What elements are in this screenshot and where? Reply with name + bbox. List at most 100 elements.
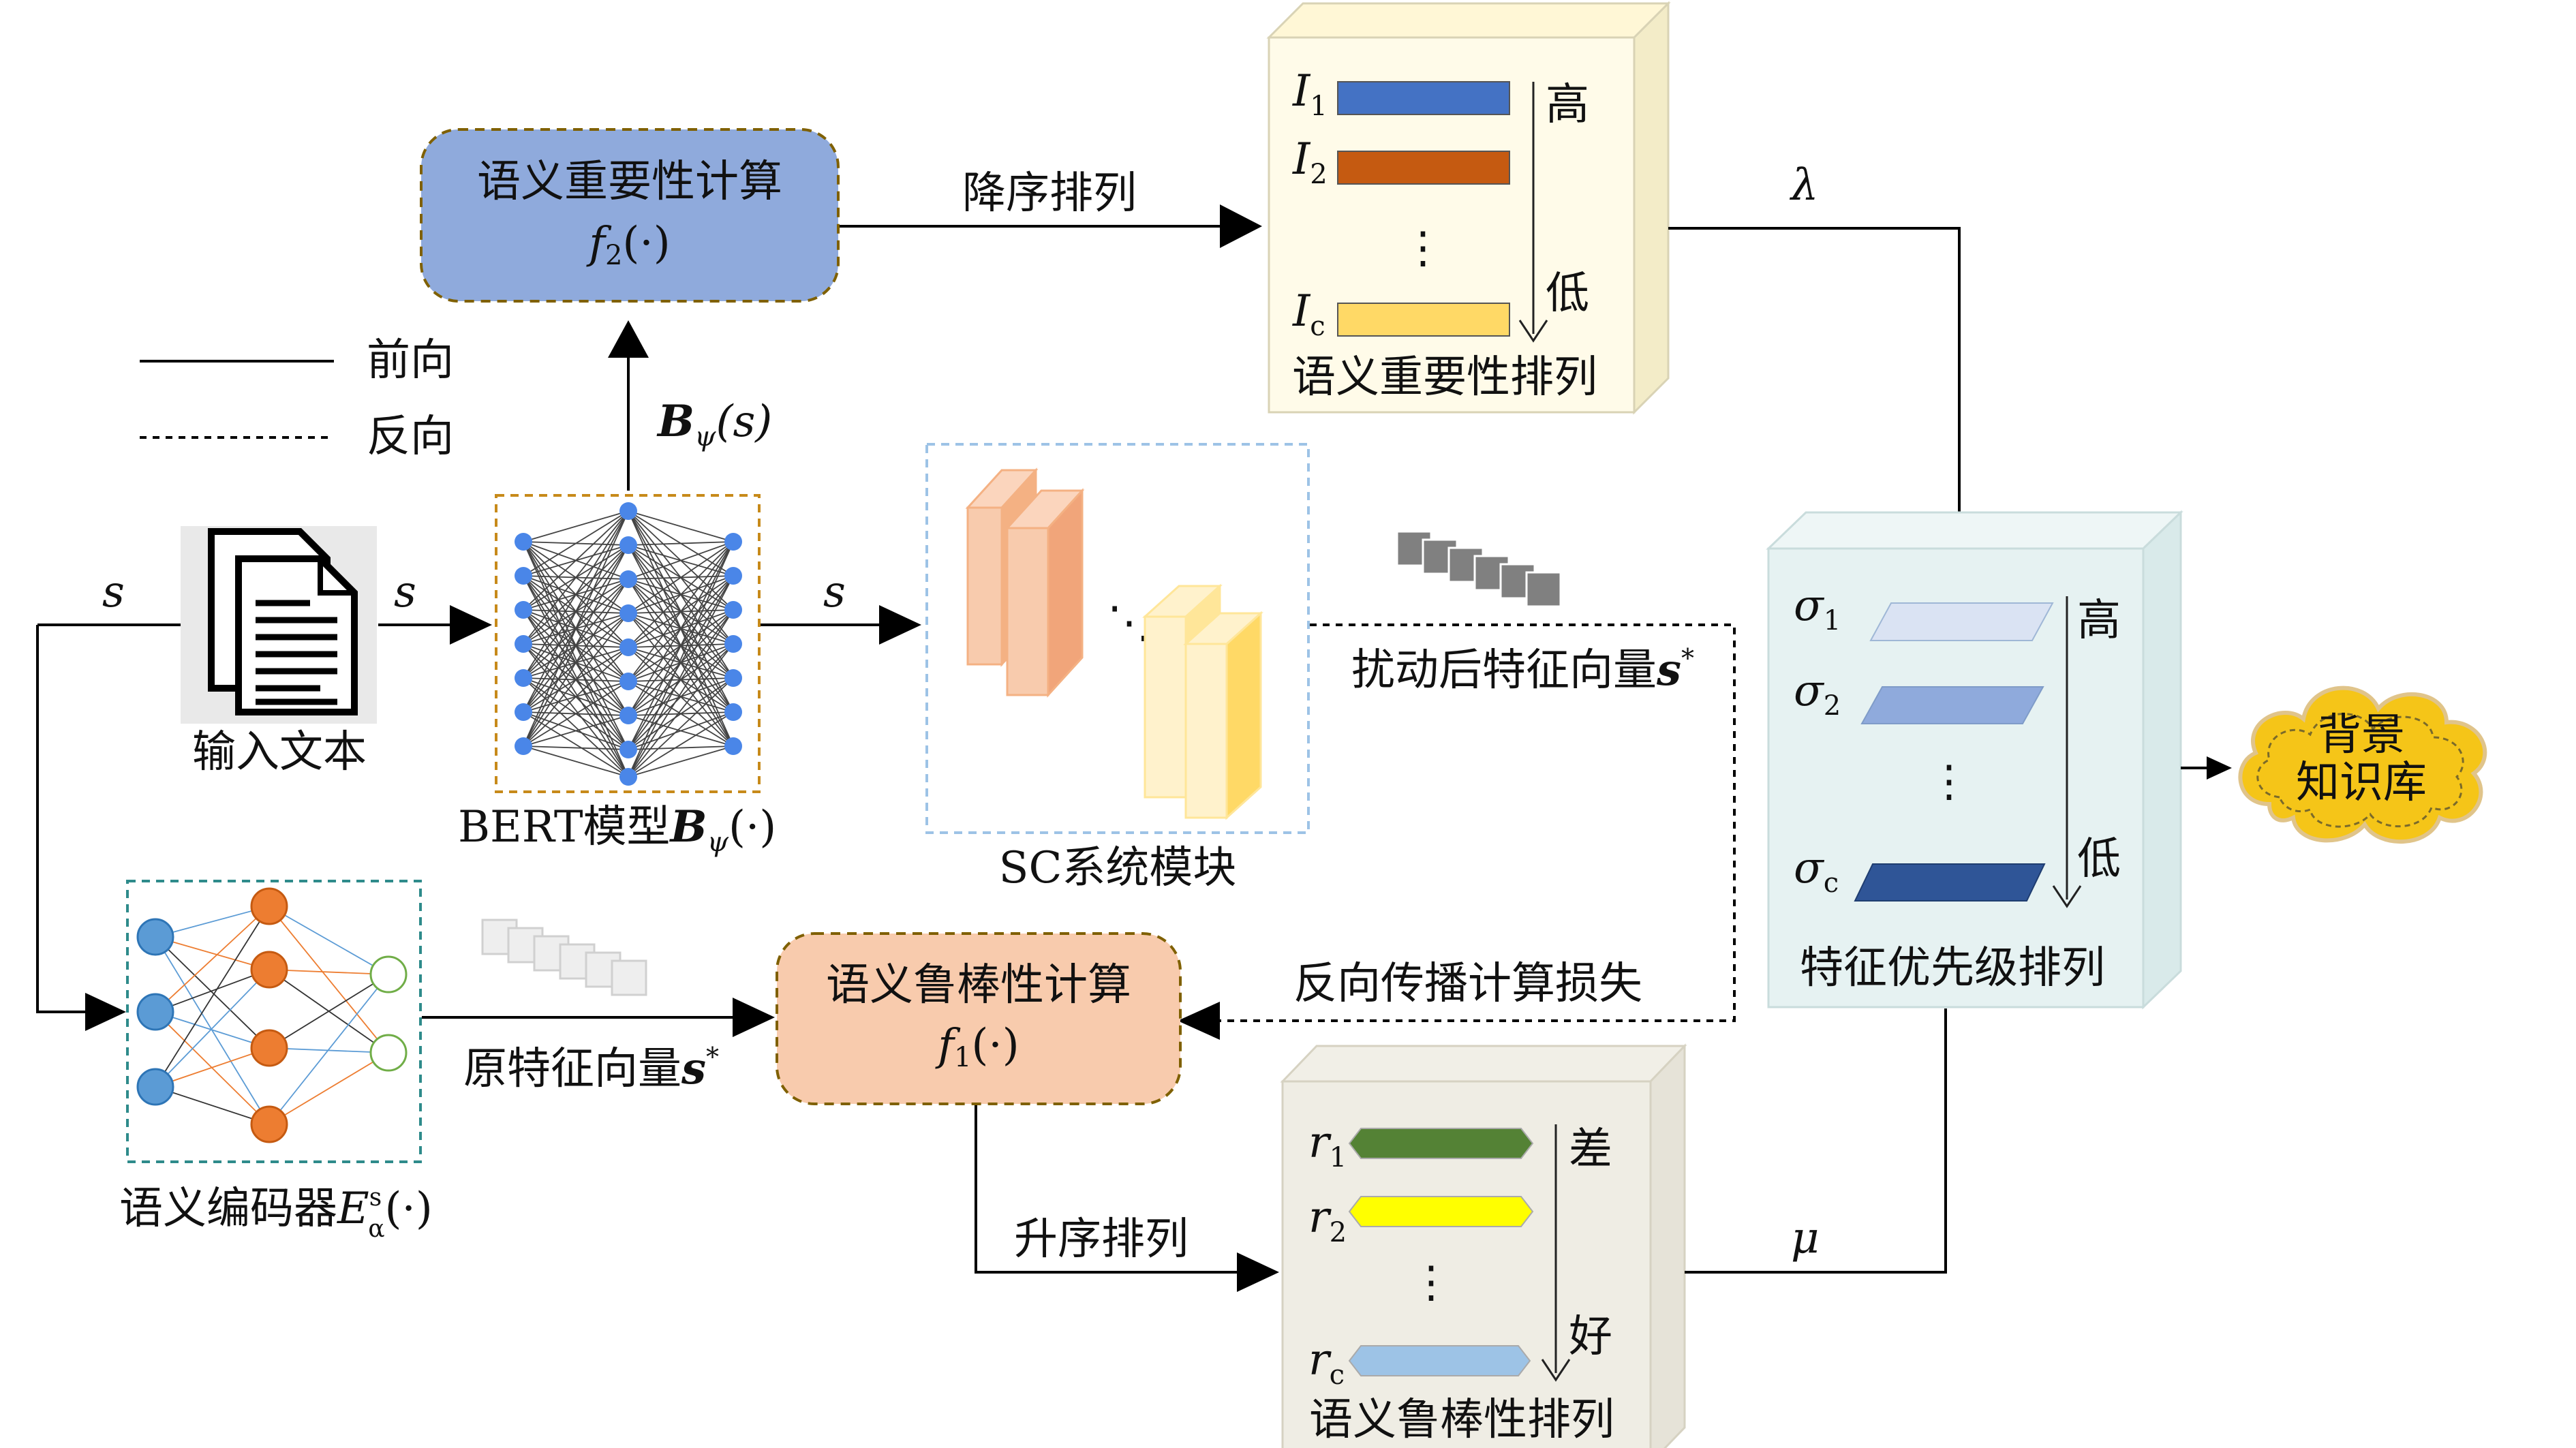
arrowhead-backward (1178, 1002, 1220, 1040)
network-node (619, 536, 637, 554)
sc-module: ⋱ SC系统模块 (925, 443, 1310, 893)
backprop-label: 反向传播计算损失 (1293, 959, 1642, 1009)
robustness-worse: 差 (1569, 1124, 1612, 1175)
network-edge (269, 906, 389, 975)
backward-path (1220, 623, 1736, 1022)
network-edge (269, 906, 389, 1053)
priority-high: 高 (2077, 596, 2121, 646)
robustness-order-arrowhead (1541, 1359, 1571, 1382)
network-edge (523, 715, 629, 747)
network-edge (628, 575, 734, 750)
network-edge (155, 936, 270, 1125)
robustness-rank-top (1280, 1045, 1687, 1083)
priority-item-c-label: σc (1794, 843, 1839, 899)
network-edge (628, 541, 734, 546)
network-edge (523, 745, 629, 750)
network-node (724, 601, 742, 619)
priority-bar-2 (1860, 686, 2044, 724)
network-node (619, 570, 637, 588)
importance-bar-2 (1337, 151, 1510, 185)
legend: 前向 反向 (140, 335, 454, 462)
network-node (724, 669, 742, 687)
bert-s-label: s (823, 567, 846, 617)
network-edge (628, 541, 734, 614)
network-edge (523, 677, 629, 777)
sc-orange-1-front (966, 506, 1003, 666)
arrowhead-up (608, 320, 649, 358)
priority-dots: ⋮ (1927, 756, 1971, 807)
network-edge (628, 541, 734, 716)
document-fold (318, 559, 354, 596)
robustness-bar-1 (1348, 1128, 1534, 1159)
network-edge (628, 609, 734, 777)
sc-orange-2-front (1006, 527, 1049, 696)
input-text-label: 输入文本 (192, 727, 367, 777)
network-edge (523, 643, 629, 777)
arrowhead-bert (450, 605, 492, 645)
mu-label: μ (1791, 1213, 1820, 1263)
bert-model: BERT模型Bψ(·) (458, 494, 776, 858)
robustness-calc-box: 语义鲁棒性计算 f1(·) (776, 932, 1182, 1105)
network-edge (155, 969, 270, 1013)
network-edge (155, 1011, 270, 1049)
importance-high: 高 (1546, 80, 1589, 130)
robustness-rank-side (1649, 1043, 1686, 1448)
robustness-calc-func: f1(·) (935, 1020, 1019, 1073)
network-edge (155, 969, 270, 1088)
network-node (619, 707, 637, 724)
importance-rank-top (1266, 2, 1671, 39)
network-node (724, 737, 742, 755)
sc-yellow-2-side (1225, 611, 1262, 820)
network-node (515, 567, 532, 585)
importance-calc-box: 语义重要性计算 f2(·) (420, 128, 840, 303)
network-edge (523, 681, 629, 747)
bert-output-label: Bψ(s) (656, 396, 772, 452)
robustness-bar-2 (1348, 1196, 1534, 1227)
network-node (724, 703, 742, 721)
network-edge (155, 906, 270, 1088)
lambda-label: λ (1789, 160, 1819, 211)
priority-order-arrowhead (2052, 885, 2082, 908)
network-node (250, 951, 288, 989)
priority-low: 低 (2077, 834, 2121, 884)
robustness-calc-title: 语义鲁棒性计算 (826, 960, 1131, 1011)
desc-sort-label: 降序排列 (962, 168, 1137, 219)
network-node (515, 635, 532, 653)
network-edge (269, 974, 389, 1049)
network-edge (523, 711, 629, 777)
network-node (724, 567, 742, 585)
robustness-calc-frame (776, 932, 1182, 1105)
robustness-bar-c (1348, 1345, 1531, 1376)
perturbed-label: 扰动后特征向量s* (1351, 643, 1694, 696)
network-edge (269, 969, 389, 975)
network-node (724, 533, 742, 551)
network-edge (155, 1086, 270, 1125)
network-edge (523, 510, 629, 713)
network-edge (628, 745, 734, 777)
sc-yellow-2-front (1184, 643, 1228, 819)
network-node (619, 604, 637, 622)
network-edge (269, 1047, 389, 1053)
perturbed-feature-squares (1396, 530, 1562, 608)
importance-dots: ⋮ (1401, 223, 1445, 273)
priority-bar-c (1854, 863, 2046, 902)
network-edge (523, 510, 629, 645)
robustness-item-1-label: r1 (1308, 1118, 1347, 1173)
sc-orange-2-side (1047, 488, 1084, 698)
importance-bar-1 (1337, 81, 1510, 115)
importance-item-1-label: I1 (1292, 66, 1328, 122)
importance-item-2-label: I2 (1292, 134, 1328, 190)
network-edge (269, 974, 389, 1125)
network-node (250, 887, 288, 925)
network-edge (155, 906, 270, 938)
network-edge (628, 541, 734, 580)
network-edge (523, 579, 629, 747)
document-text-lines (256, 600, 337, 705)
priority-title: 特征优先级排列 (1800, 943, 2105, 993)
network-edge (628, 609, 734, 750)
legend-forward-label: 前向 (367, 335, 454, 386)
feature-priority-box: σ1 σ2 ⋮ σc 高 低 特征优先级排列 (1766, 510, 2183, 1010)
network-node (619, 638, 637, 656)
importance-calc-frame (420, 128, 840, 303)
